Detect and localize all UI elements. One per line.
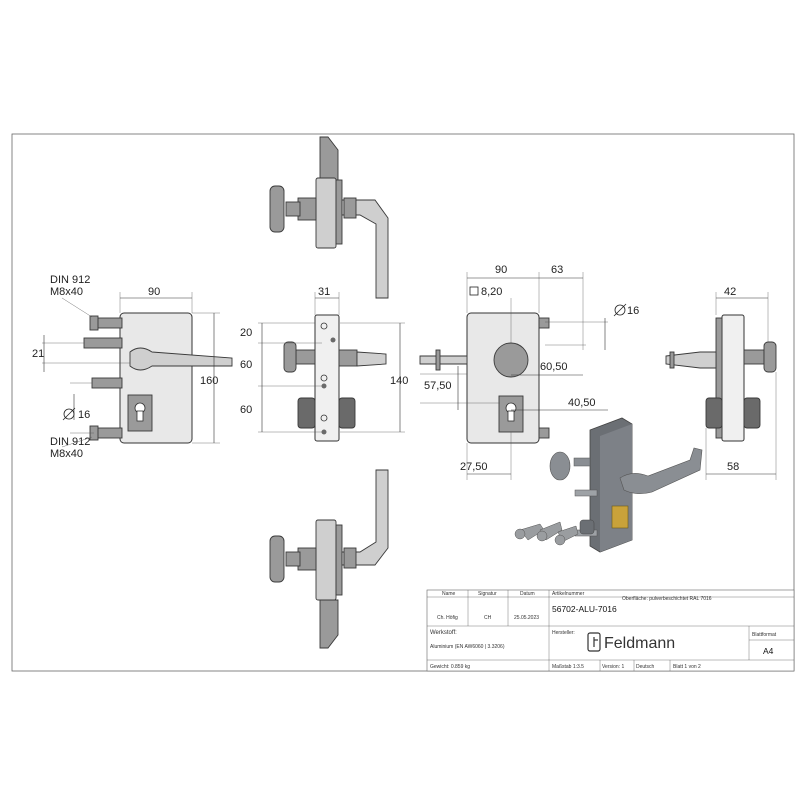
tb-blattformat: A4 [763,646,774,656]
dim-side-width: 31 [318,286,330,298]
dim-side-20: 20 [240,327,252,339]
bottom-knob [269,535,285,583]
dim-front-height: 160 [200,375,218,387]
top-view [269,136,389,299]
right-plate [721,314,745,442]
bottom-bolt [319,599,339,649]
dim-side-60b: 60 [240,404,252,416]
tb-header-signatur: Signatur [478,591,497,597]
tb-hersteller-label: Hersteller: [552,630,575,636]
front-handle [129,347,233,371]
square-symbol [469,286,479,296]
dim-back-dia: 16 [627,305,639,317]
tb-name: Ch. Höfig [437,615,458,621]
tb-blatt: Blatt 1 von 2 [673,664,701,670]
tb-werkstoff-label: Werkstoff: [430,630,457,636]
din-bottom-line2: M8x40 [50,448,83,460]
dim-hole-dia: 16 [78,409,90,421]
tb-header-artikel: Artikelnummer [552,591,585,597]
dim-back-90: 90 [495,264,507,276]
bottom-view [269,469,389,649]
tb-werkstoff: Aluminium (EN AW6060 | 3.3206) [430,644,505,650]
dim-side-140: 140 [390,375,408,387]
front-view: 90 160 21 16 DIN 912 M8x40 DIN 912 M8x40 [32,274,233,460]
top-knob [269,185,285,233]
dim-back-57: 57,50 [424,380,452,392]
tb-company: Feldmann [604,635,675,652]
sheet-border [11,133,795,672]
tb-header-name: Name [442,591,456,597]
tb-datum: 25.05.2023 [514,615,539,621]
dim-side-60a: 60 [240,359,252,371]
back-view: 90 63 8,20 16 57,50 60,50 40,50 27,50 [419,264,639,480]
tb-version: Version: 1 [602,664,624,670]
iso-lever [619,447,703,494]
dim-front-width: 90 [148,286,160,298]
dim-handle-offset: 21 [32,348,44,360]
tb-signatur: CH [484,615,492,621]
feldmann-logo-icon [587,632,601,652]
dim-back-27: 27,50 [460,461,488,473]
dim-back-63: 63 [551,264,563,276]
tb-gewicht: Gewicht: 0.859 kg [430,664,470,670]
back-rosette [493,342,529,378]
tb-header-datum: Datum [520,591,535,597]
side-cylinder-right [338,397,356,429]
right-view: 42 58 [665,286,777,480]
dim-back-40: 40,50 [568,397,596,409]
dim-right-58: 58 [727,461,739,473]
din-top-line2: M8x40 [50,286,83,298]
iso-keys [514,521,579,546]
dim-back-square: 8,20 [481,286,502,298]
side-view: 31 20 60 60 140 [240,286,408,442]
iso-cylinder [611,505,629,529]
tb-surface: Oberfläche: pulverbeschichtet RAL 7016 [622,596,712,602]
tb-blattformat-label: Blattformat [752,632,777,638]
top-bolt [319,136,339,181]
din-bottom-line1: DIN 912 [50,436,90,448]
tb-massstab: Maßstab 1:3.5 [552,664,584,670]
iso-knob [549,451,571,481]
side-knob [283,341,297,373]
tb-sprache: Deutsch [636,664,655,670]
din-top-line1: DIN 912 [50,274,90,286]
dim-right-42: 42 [724,286,736,298]
dim-back-60: 60,50 [540,361,568,373]
right-knob [763,341,777,373]
isometric-view [514,417,703,553]
title-block: Name Signatur Datum Artikelnummer Oberfl… [426,589,795,672]
diameter-symbol [63,408,75,420]
side-cylinder-left [297,397,316,429]
tb-artikel: 56702-ALU-7016 [552,604,617,614]
